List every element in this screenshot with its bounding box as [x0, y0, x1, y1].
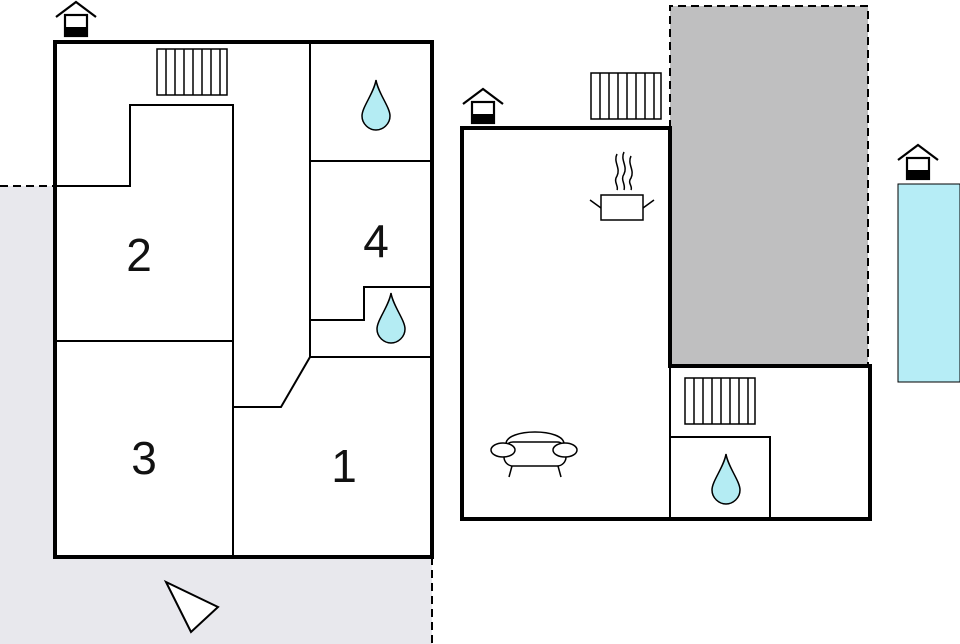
wall-right-bath [670, 436, 771, 519]
room-number-3: 3 [131, 432, 157, 484]
right-building [460, 126, 872, 521]
north-arrow-icon [163, 579, 220, 634]
wall-hall-room1 [233, 356, 432, 408]
radiator-icon [156, 48, 228, 96]
cooking-pot-icon [589, 151, 655, 221]
house-floor-icon [896, 143, 940, 181]
room-number-2: 2 [126, 229, 152, 281]
wall-room2-top [55, 104, 234, 407]
sofa-icon [490, 431, 578, 478]
house-floor-icon [54, 0, 98, 38]
room-number-4: 4 [363, 215, 389, 267]
radiator-icon [684, 377, 756, 425]
pool [897, 183, 960, 383]
terrace-area [0, 186, 432, 644]
right-building-outline [460, 126, 872, 521]
room-number-1: 1 [331, 440, 357, 492]
radiator-icon [590, 72, 662, 120]
garage-border [669, 5, 869, 366]
wall-room4-bath [310, 286, 432, 321]
house-floor-icon [461, 87, 505, 125]
garage-area [670, 6, 868, 366]
